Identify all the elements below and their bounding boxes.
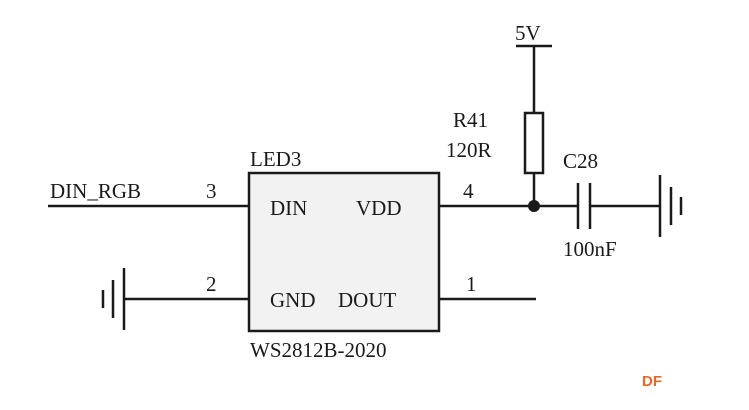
pin-name-din: DIN <box>270 196 307 220</box>
chip-reference: LED3 <box>250 147 301 171</box>
pin-number-4: 4 <box>463 179 474 203</box>
chip-part-number: WS2812B-2020 <box>250 338 387 362</box>
capacitor-c28 <box>576 183 592 229</box>
ground-symbol-right <box>658 175 683 237</box>
pin-name-gnd: GND <box>270 288 316 312</box>
led-chip-body <box>247 171 441 333</box>
net-label-din-rgb: DIN_RGB <box>50 179 141 203</box>
power-net-label: 5V <box>515 21 541 45</box>
resistor-r41 <box>523 111 545 175</box>
capacitor-reference: C28 <box>563 149 598 173</box>
resistor-reference: R41 <box>453 108 488 132</box>
ground-symbol-left <box>101 268 126 330</box>
pin-name-dout: DOUT <box>338 288 396 312</box>
pin-name-vdd: VDD <box>356 196 402 220</box>
resistor-value: 120R <box>446 138 492 162</box>
pin-number-1: 1 <box>466 272 477 296</box>
watermark-logo: DF <box>642 373 662 390</box>
pin-number-3: 3 <box>206 179 217 203</box>
pin-number-2: 2 <box>206 272 217 296</box>
capacitor-value: 100nF <box>563 237 617 261</box>
